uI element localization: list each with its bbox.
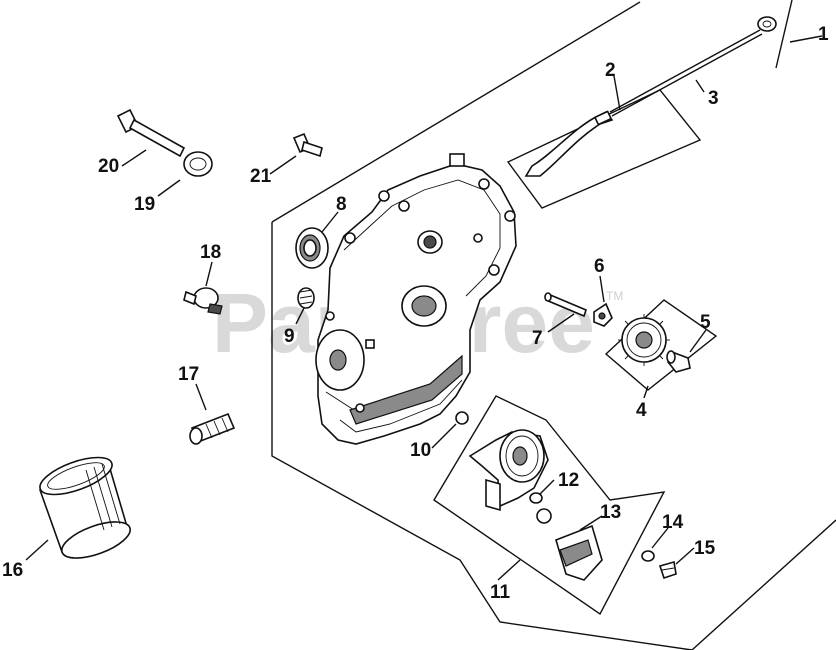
callout-21: 21 xyxy=(250,166,272,187)
pin-bracket xyxy=(593,302,613,327)
callout-13: 13 xyxy=(600,502,621,523)
shaft-pin xyxy=(544,292,587,318)
dipstick xyxy=(609,16,777,117)
callout-4: 4 xyxy=(636,400,647,421)
gear-cover-casting xyxy=(315,153,517,445)
o-ring-10 xyxy=(455,411,469,425)
gear-sleeve xyxy=(666,350,691,373)
watermark-trademark: TM xyxy=(606,289,623,303)
callout-1: 1 xyxy=(818,24,829,45)
callout-8: 8 xyxy=(336,194,347,215)
callout-15: 15 xyxy=(694,538,716,559)
oil-pump-assembly xyxy=(468,429,549,512)
oil-pickup xyxy=(536,508,603,581)
dipstick-subgroup-box xyxy=(506,89,702,209)
bolt-21 xyxy=(292,132,323,158)
callout-7: 7 xyxy=(532,328,543,349)
callout-12: 12 xyxy=(558,470,579,491)
oil-seal xyxy=(295,227,329,269)
oil-fitting xyxy=(189,412,236,445)
callout-16: 16 xyxy=(2,560,23,581)
pipe-plug xyxy=(297,287,315,309)
callout-20: 20 xyxy=(98,156,119,177)
callout-14: 14 xyxy=(662,512,684,533)
assembly-1-right-edge xyxy=(775,0,793,69)
callout-10: 10 xyxy=(410,440,431,461)
callout-19: 19 xyxy=(134,194,155,215)
bolt-20 xyxy=(116,108,186,158)
assembly-1-top-edge xyxy=(271,1,641,223)
governor-gear xyxy=(618,314,670,366)
callout-11: 11 xyxy=(490,582,511,603)
callout-9: 9 xyxy=(284,326,295,347)
callout-2: 2 xyxy=(605,60,616,81)
o-ring-12 xyxy=(529,492,543,504)
dipstick-tube xyxy=(524,110,614,177)
callout-3: 3 xyxy=(708,88,719,109)
callout-6: 6 xyxy=(594,256,605,277)
callout-18: 18 xyxy=(200,242,221,263)
bolt-15 xyxy=(658,560,677,580)
oil-filter xyxy=(38,456,131,559)
oil-pump-subgroup-box xyxy=(433,395,666,616)
callout-5: 5 xyxy=(700,312,711,333)
washer-14 xyxy=(641,550,655,562)
assembly-1-boundary xyxy=(271,222,836,650)
oil-pressure-sensor xyxy=(183,287,223,315)
callout-17: 17 xyxy=(178,364,199,385)
lock-washer xyxy=(183,151,213,177)
callout-labels: 1 2 3 4 5 6 7 8 9 10 11 12 13 14 15 16 1… xyxy=(2,24,829,603)
leader-lines xyxy=(25,35,823,581)
